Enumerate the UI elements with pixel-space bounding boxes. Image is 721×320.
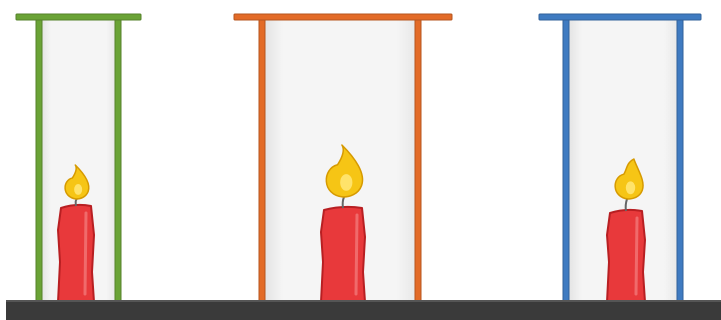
jar-wall-left <box>36 17 42 301</box>
jar-cap <box>16 14 141 20</box>
jar-wall-left <box>259 17 265 301</box>
table-surface <box>6 301 721 320</box>
jar-wall-right <box>415 17 421 301</box>
jar-cap <box>234 14 452 20</box>
flame-core <box>626 181 635 194</box>
flame-core <box>74 184 82 195</box>
candle-body <box>607 210 645 302</box>
candle-highlight <box>636 218 637 294</box>
jar-wall-left <box>563 17 569 301</box>
candle-body <box>58 205 94 302</box>
table-layer <box>6 300 721 320</box>
jar-wall-right <box>677 17 683 301</box>
table-edge <box>6 300 721 302</box>
candle-highlight <box>356 215 357 294</box>
flame-core <box>340 174 352 191</box>
jar-wall-right <box>115 17 121 301</box>
candle-highlight <box>85 213 86 294</box>
jar-cap <box>539 14 701 20</box>
